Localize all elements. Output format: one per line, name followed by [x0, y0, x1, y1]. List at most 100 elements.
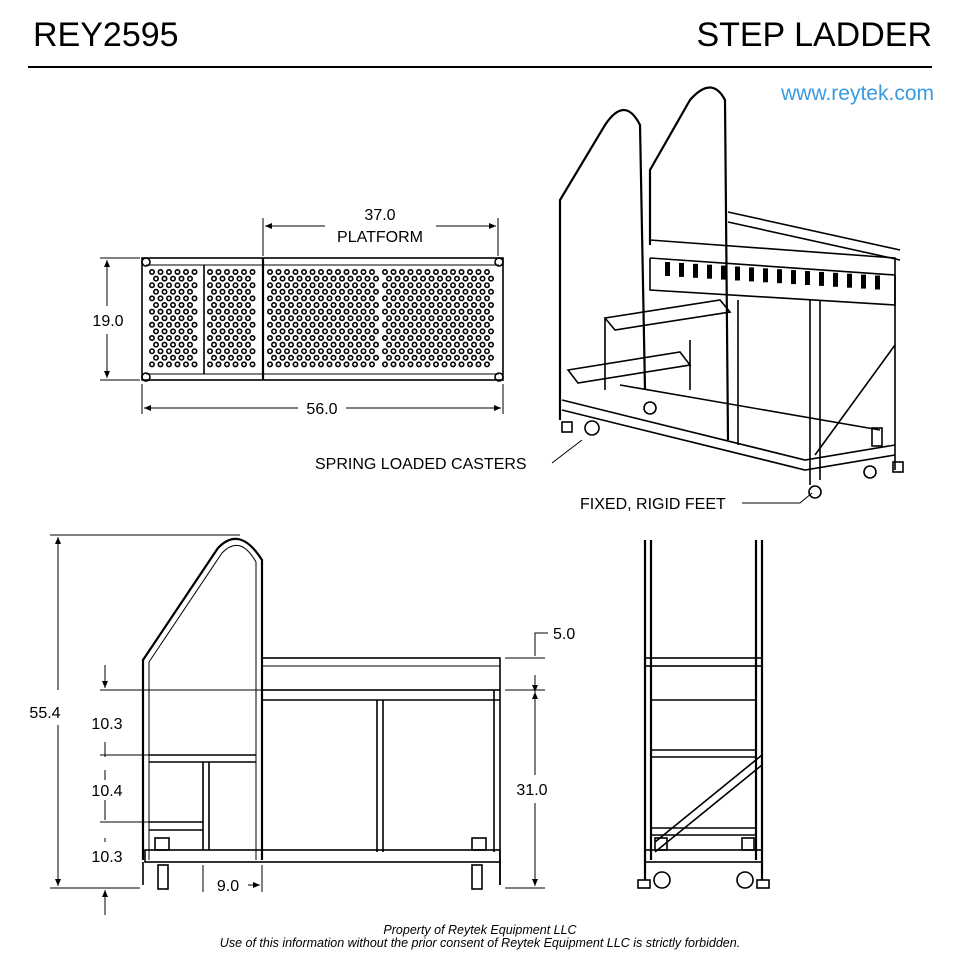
perforation-hole — [232, 321, 239, 328]
perforation-hole — [211, 275, 218, 282]
perforation-hole — [487, 275, 494, 282]
perforation-hole — [415, 348, 422, 355]
perforation-hole — [390, 361, 397, 368]
front-view — [637, 540, 770, 889]
perforation-hole — [411, 275, 418, 282]
perforation-hole — [458, 295, 465, 302]
perforation-hole — [211, 315, 218, 322]
perforation-hole — [157, 282, 164, 289]
perforation-hole — [462, 354, 469, 361]
perforation-hole — [174, 321, 181, 328]
perforation-hole — [296, 354, 303, 361]
perforation-hole — [149, 308, 156, 315]
perforation-hole — [390, 268, 397, 275]
perforation-hole — [292, 348, 299, 355]
perforation-hole — [334, 348, 341, 355]
perforation-hole — [343, 321, 350, 328]
perforation-hole — [432, 308, 439, 315]
perforation-hole — [313, 275, 320, 282]
perforation-hole — [453, 341, 460, 348]
perforation-hole — [458, 321, 465, 328]
perforation-hole — [326, 268, 333, 275]
perforation-hole — [407, 295, 414, 302]
perforation-hole — [368, 334, 375, 341]
perforation-hole — [326, 308, 333, 315]
perforation-hole — [398, 361, 405, 368]
perforation-hole — [487, 328, 494, 335]
perforation-hole — [296, 301, 303, 308]
perforation-hole — [415, 295, 422, 302]
perforation-hole — [394, 341, 401, 348]
website-link[interactable]: www.reytek.com — [781, 82, 934, 105]
platform-slot — [833, 272, 838, 287]
perforation-hole — [170, 288, 177, 295]
perforation-hole — [317, 308, 324, 315]
perforation-hole — [207, 361, 214, 368]
perforation-hole — [191, 268, 198, 275]
perforation-hole — [211, 341, 218, 348]
perforation-hole — [394, 328, 401, 335]
perforation-hole — [436, 341, 443, 348]
perforation-hole — [191, 321, 198, 328]
perforation-hole — [219, 328, 226, 335]
perforation-hole — [224, 334, 231, 341]
perforation-hole — [415, 282, 422, 289]
perforation-hole — [428, 354, 435, 361]
perforation-hole — [241, 348, 248, 355]
perforation-hole — [174, 361, 181, 368]
perforation-hole — [398, 321, 405, 328]
header-divider — [28, 66, 932, 68]
perforation-hole — [170, 315, 177, 322]
perforation-hole — [153, 315, 160, 322]
perforation-hole — [355, 301, 362, 308]
perforation-hole — [161, 328, 168, 335]
perforation-hole — [326, 321, 333, 328]
platform-slot — [707, 264, 712, 279]
perforation-hole — [321, 341, 328, 348]
perforation-hole — [436, 275, 443, 282]
perforation-hole — [283, 361, 290, 368]
perforation-hole — [466, 348, 473, 355]
perforation-hole — [170, 341, 177, 348]
perforation-hole — [411, 288, 418, 295]
perforation-hole — [228, 315, 235, 322]
perforation-hole — [207, 348, 214, 355]
perforation-hole — [287, 354, 294, 361]
perforation-hole — [381, 308, 388, 315]
platform-height-dim: 31.0 — [516, 782, 547, 799]
perforation-hole — [309, 348, 316, 355]
perforation-hole — [245, 275, 252, 282]
perforation-hole — [245, 288, 252, 295]
perforation-hole — [245, 315, 252, 322]
perforation-hole — [224, 268, 231, 275]
footer-line2: Use of this information without the prio… — [219, 936, 741, 950]
perforation-hole — [207, 308, 214, 315]
perforation-hole — [351, 282, 358, 289]
perforation-hole — [441, 348, 448, 355]
perforation-hole — [372, 354, 379, 361]
perforation-hole — [334, 295, 341, 302]
perforation-hole — [441, 282, 448, 289]
perforation-hole — [343, 348, 350, 355]
perforation-hole — [432, 295, 439, 302]
perforation-hole — [275, 295, 282, 302]
perforation-hole — [449, 308, 456, 315]
perforation-hole — [287, 301, 294, 308]
perforation-hole — [372, 301, 379, 308]
step2-dim: 10.4 — [91, 783, 122, 800]
perforation-hole — [351, 361, 358, 368]
perforation-hole — [183, 334, 190, 341]
perforation-hole — [149, 268, 156, 275]
perforation-hole — [343, 282, 350, 289]
perforation-hole — [313, 341, 320, 348]
perforation-hole — [313, 354, 320, 361]
perforation-hole — [334, 282, 341, 289]
perforation-hole — [287, 341, 294, 348]
perforation-hole — [424, 334, 431, 341]
perforation-hole — [394, 315, 401, 322]
perforation-hole — [483, 295, 490, 302]
perforation-hole — [453, 328, 460, 335]
perforation-hole — [487, 341, 494, 348]
perforation-hole — [270, 301, 277, 308]
perforation-hole — [270, 341, 277, 348]
